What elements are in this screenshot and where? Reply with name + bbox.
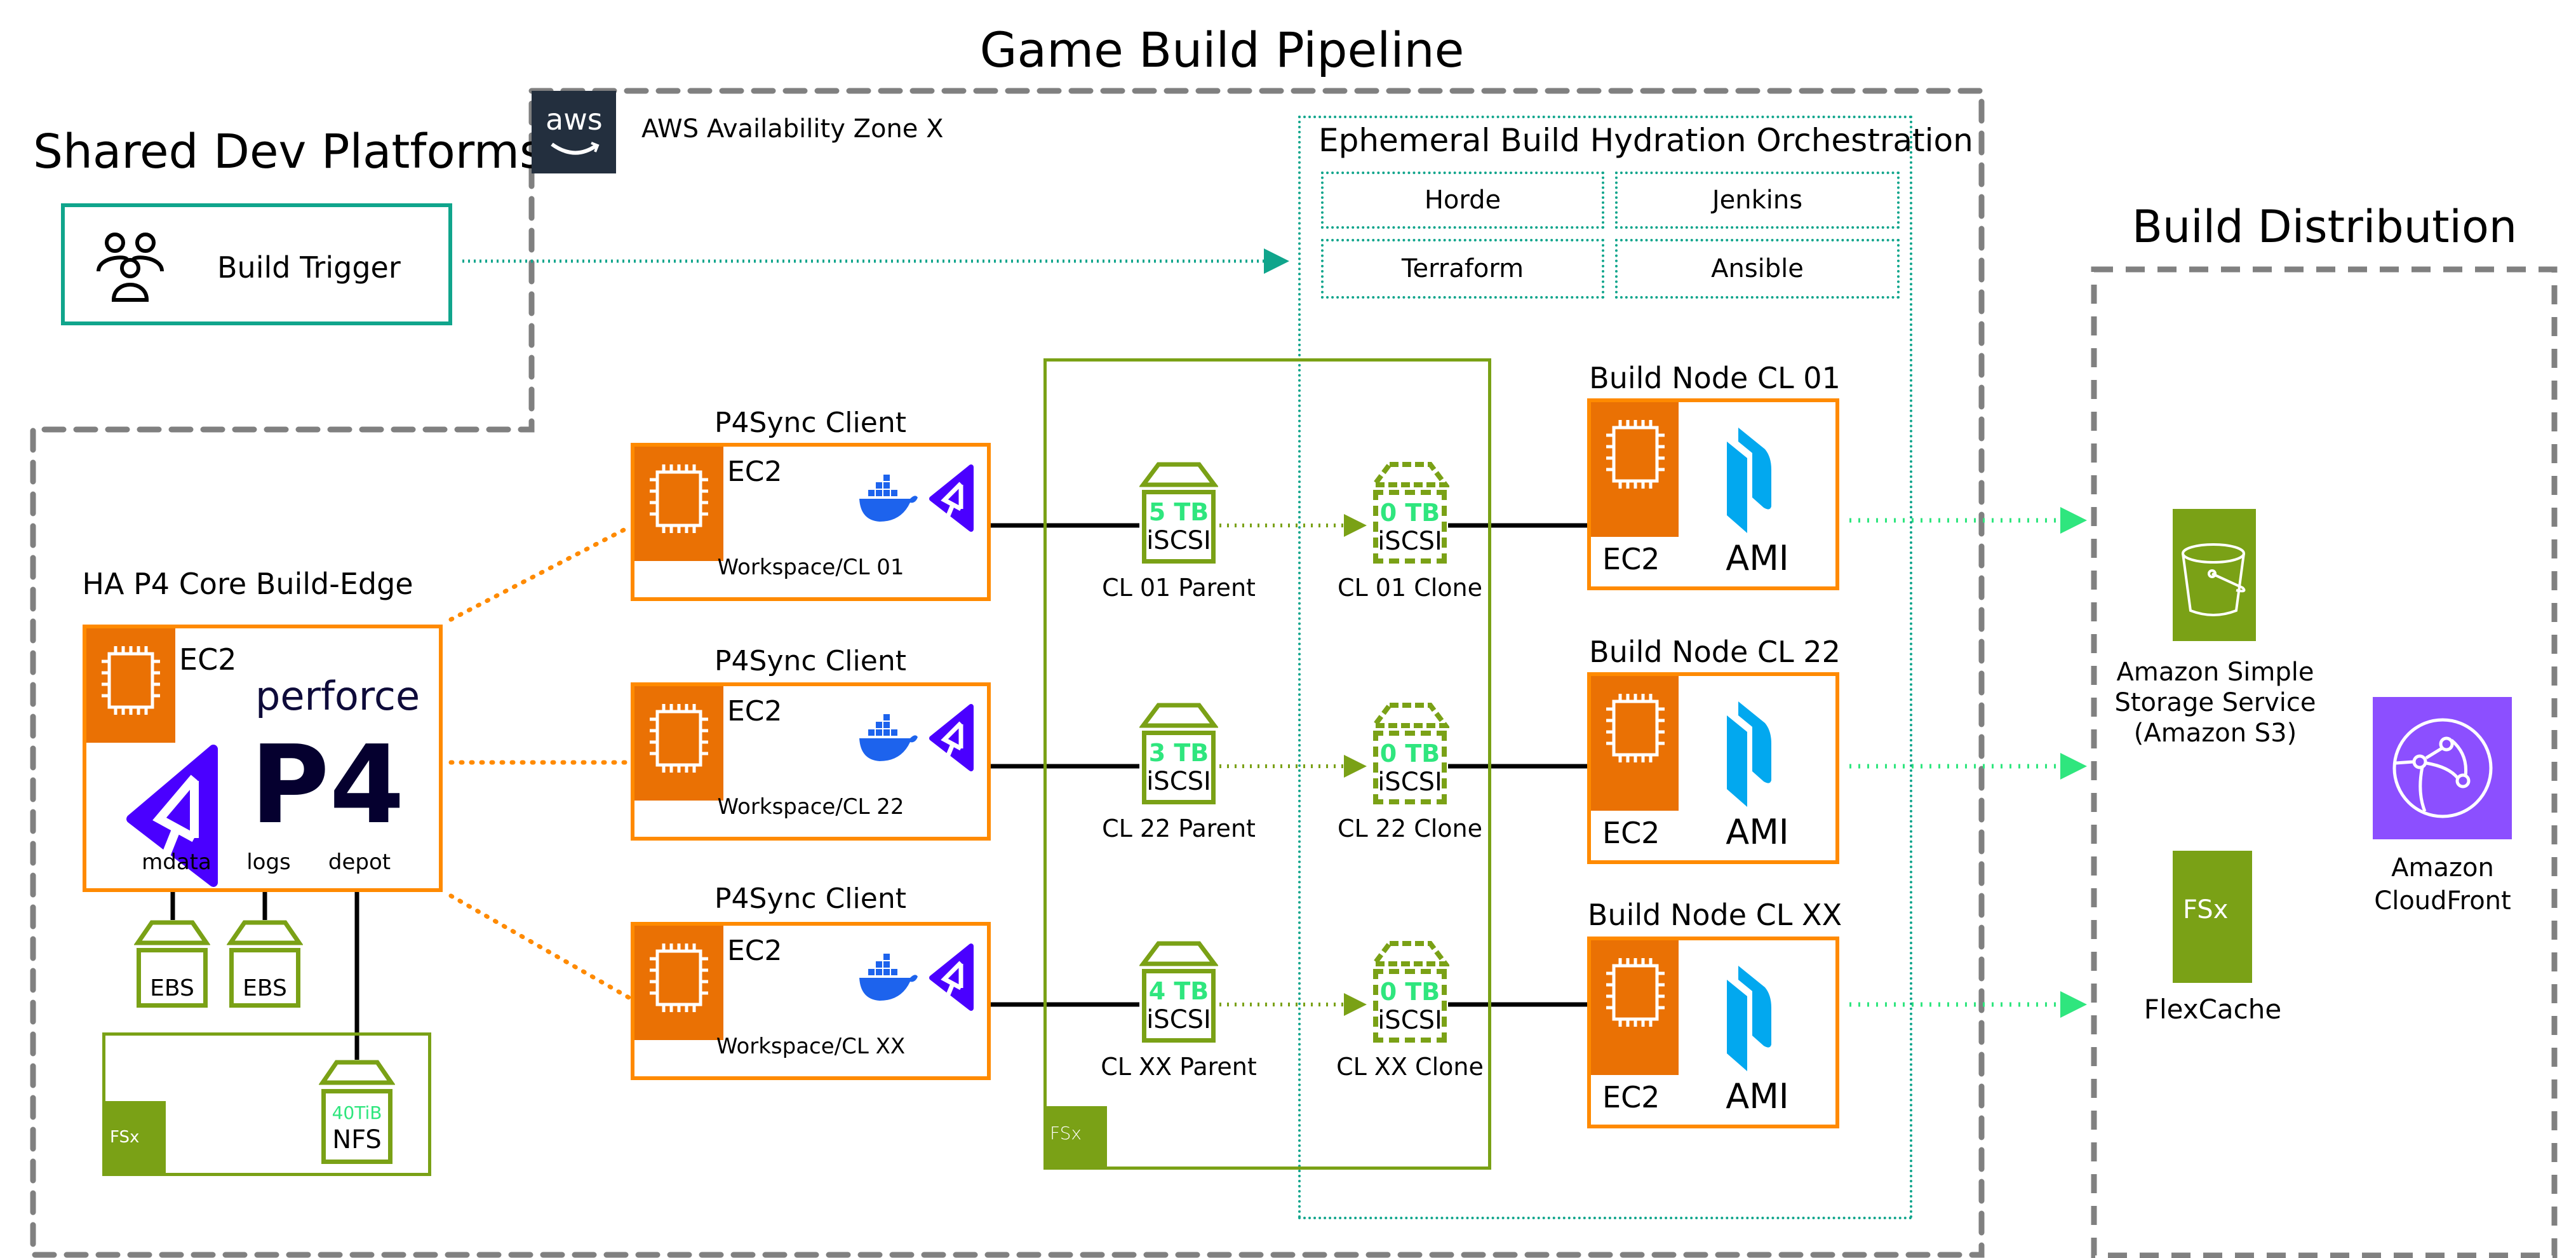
ec2-chip-icon (1591, 402, 1679, 537)
ec2-chip-icon (86, 628, 175, 743)
p4-wordmark: P4 (250, 722, 405, 848)
sync-client-heading: P4Sync Client (714, 645, 906, 677)
build-trigger-card[interactable]: Build Trigger (61, 203, 452, 325)
cloudfront-icon[interactable] (2373, 697, 2512, 839)
core-ec2-box[interactable]: EC2 perforce P4 mdata logs depot (83, 625, 443, 892)
packer-icon (1727, 966, 1771, 1071)
fsx-volume-group: FSx (1043, 358, 1491, 1170)
build-trigger-label: Build Trigger (217, 250, 401, 285)
clone-volume[interactable]: 0 TB iSCSI (1371, 703, 1449, 804)
ec2-chip-icon (634, 686, 723, 801)
distribution-boundary (2091, 266, 2558, 1258)
distribution-heading: Build Distribution (2131, 201, 2518, 253)
build-node-box[interactable]: EC2 AMI (1587, 398, 1839, 590)
aws-logo: aws (532, 91, 616, 173)
fsx-icon: FSx (102, 1101, 166, 1176)
s3-icon[interactable] (2173, 509, 2256, 641)
docker-icon (859, 714, 918, 761)
mount-logs: logs (246, 849, 291, 875)
build-node-box[interactable]: EC2 AMI (1587, 672, 1839, 864)
sync-client-heading: P4Sync Client (714, 883, 906, 915)
nfs-volume[interactable]: 40TiB NFS (319, 1060, 395, 1165)
users-icon (97, 233, 164, 302)
sync-client-box[interactable]: EC2 Workspace/CL 22 (631, 682, 991, 841)
shared-dev-heading: Shared Dev Platforms (33, 125, 544, 179)
docker-icon (859, 475, 918, 522)
perforce-logo-icon (126, 745, 218, 887)
ec2-chip-icon (634, 447, 723, 561)
fsx-nfs-group: FSx (102, 1032, 431, 1176)
ebs-volume-mdata[interactable]: EBS (134, 920, 210, 1009)
core-heading: HA P4 Core Build-Edge (82, 567, 413, 601)
clone-volume[interactable]: 0 TB iSCSI (1371, 941, 1449, 1043)
tool-horde[interactable]: Horde (1321, 172, 1604, 229)
parent-volume-label: CL XX Parent (1101, 1053, 1257, 1081)
core-to-sync-1 (448, 525, 631, 622)
tool-jenkins[interactable]: Jenkins (1615, 172, 1900, 229)
aws-zone-boundary (30, 88, 1985, 1258)
clone-volume[interactable]: 0 TB iSCSI (1371, 462, 1449, 564)
parent-volume-label: CL 22 Parent (1102, 815, 1256, 842)
packer-icon (1727, 701, 1771, 807)
parent-volume[interactable]: 5 TB iSCSI (1139, 462, 1218, 564)
row-links (991, 507, 2087, 1018)
clone-volume-label: CL XX Clone (1336, 1053, 1484, 1081)
clone-volume-label: CL 22 Clone (1337, 815, 1483, 842)
packer-icon (1727, 428, 1771, 533)
aws-zone-label: AWS Availability Zone X (641, 114, 944, 144)
flexcache-label: FlexCache (2143, 994, 2282, 1025)
perforce-wordmark: perforce (255, 673, 420, 719)
ec2-chip-icon (1591, 940, 1679, 1075)
parent-volume[interactable]: 4 TB iSCSI (1139, 941, 1218, 1043)
parent-volume[interactable]: 3 TB iSCSI (1139, 703, 1218, 804)
fsx-icon: FSx (1043, 1106, 1107, 1170)
clone-volume-label: CL 01 Clone (1337, 574, 1483, 602)
perforce-logo-icon (929, 704, 974, 771)
core-to-sync-3 (448, 893, 631, 1000)
parent-volume-label: CL 01 Parent (1102, 574, 1256, 602)
ec2-chip-icon (634, 926, 723, 1040)
build-node-heading: Build Node CL 22 (1589, 635, 1841, 669)
mount-depot: depot (328, 849, 391, 875)
aws-smile-icon (551, 142, 600, 155)
sync-client-box[interactable]: EC2 Workspace/CL XX (631, 922, 991, 1080)
sync-client-heading: P4Sync Client (714, 407, 906, 439)
docker-icon (859, 954, 918, 1001)
page-title: Game Build Pipeline (979, 22, 1465, 78)
sync-client-box[interactable]: EC2 Workspace/CL 01 (631, 443, 991, 601)
build-node-box[interactable]: EC2 AMI (1587, 937, 1839, 1128)
tool-ansible[interactable]: Ansible (1615, 239, 1900, 299)
build-node-heading: Build Node CL XX (1587, 898, 1842, 932)
orchestration-heading: Ephemeral Build Hydration Orchestration (1318, 122, 1973, 159)
tool-terraform[interactable]: Terraform (1321, 239, 1604, 299)
flexcache-icon[interactable]: FSx (2173, 851, 2252, 983)
ec2-chip-icon (1591, 676, 1679, 811)
ebs-volume-logs[interactable]: EBS (227, 920, 303, 1009)
orchestration-region: Ephemeral Build Hydration Orchestration … (1298, 116, 1973, 1219)
perforce-logo-icon (929, 464, 974, 532)
perforce-logo-icon (929, 944, 974, 1011)
mount-mdata: mdata (142, 849, 211, 875)
build-node-heading: Build Node CL 01 (1589, 361, 1841, 395)
